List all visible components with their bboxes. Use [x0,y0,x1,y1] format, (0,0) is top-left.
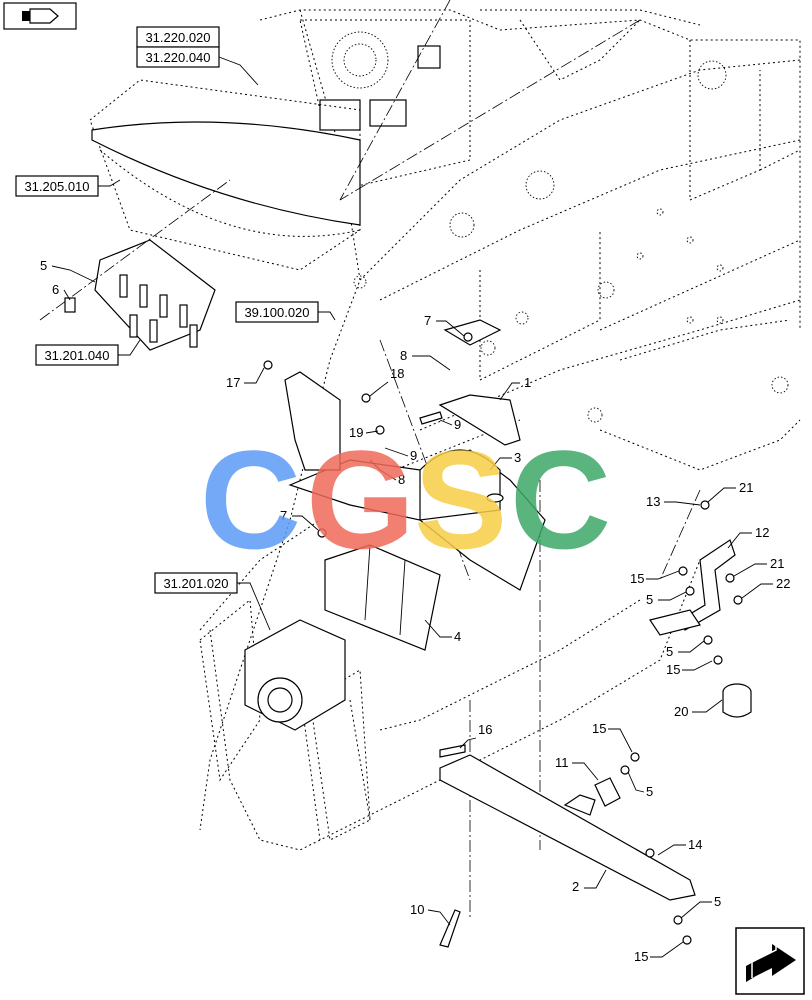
reference-31-205-010[interactable]: 31.205.010 [15,175,99,197]
callout-10[interactable]: 10 [410,902,424,917]
previous-page-icon[interactable] [3,2,77,30]
svg-text:31.201.020: 31.201.020 [163,576,228,591]
side-flange-plates [199,599,371,841]
callout-16[interactable]: 16 [478,722,492,737]
callout-2[interactable]: 2 [572,879,579,894]
callout-15d[interactable]: 15 [634,949,648,964]
callout-5b[interactable]: 5 [646,592,653,607]
reference-31-220-040[interactable]: 31.220.040 [136,46,220,68]
reference-boxes: 31.220.020 31.220.040 31.205.010 39.100.… [15,26,319,594]
callout-4[interactable]: 4 [454,629,461,644]
belt-pulley [89,79,361,271]
callout-5d[interactable]: 5 [646,784,653,799]
callout-9a[interactable]: 9 [454,417,461,432]
part-17-plate [284,371,341,471]
part-11-bushing [594,777,621,807]
callout-9b[interactable]: 9 [410,448,417,463]
watermark-letter-c1: C [200,421,301,578]
reference-39-100-020[interactable]: 39.100.020 [235,301,319,323]
callout-11[interactable]: 11 [555,755,569,770]
callout-3[interactable]: 3 [514,450,521,465]
callout-20[interactable]: 20 [674,704,688,719]
callout-15b[interactable]: 15 [666,662,680,677]
callout-5c[interactable]: 5 [666,644,673,659]
callout-14[interactable]: 14 [688,837,702,852]
lower-gearbox [244,619,346,731]
callout-8b[interactable]: 8 [398,472,405,487]
reference-31-201-020[interactable]: 31.201.020 [154,572,238,594]
watermark-letter-c2: C [510,421,611,578]
callout-22[interactable]: 22 [776,576,790,591]
callout-numbers: 1 2 3 4 5 6 7 7 8 8 9 9 10 11 12 13 14 [40,258,790,964]
reference-31-220-020[interactable]: 31.220.020 [136,26,220,48]
part-2-arm [439,754,696,901]
clutch-assembly [94,239,216,351]
part-3-shield [288,449,546,591]
callout-7a[interactable]: 7 [424,313,431,328]
cgsc-watermark: C G S C [200,421,611,578]
watermark-letter-s: S [414,421,507,578]
svg-text:31.220.040: 31.220.040 [145,50,210,65]
callout-8a[interactable]: 8 [400,348,407,363]
callout-6[interactable]: 6 [52,282,59,297]
fasteners [64,297,743,948]
part-12-bracket [649,539,736,636]
callout-17[interactable]: 17 [226,375,240,390]
callout-5a[interactable]: 5 [40,258,47,273]
callout-18[interactable]: 18 [390,366,404,381]
svg-text:31.201.040: 31.201.040 [44,348,109,363]
part-20-buffer [722,683,752,718]
reference-leaders [98,56,336,631]
svg-text:39.100.020: 39.100.020 [244,305,309,320]
callout-19[interactable]: 19 [349,425,363,440]
callout-5e[interactable]: 5 [714,894,721,909]
callout-12[interactable]: 12 [755,525,769,540]
part-1-bracket [438,319,521,446]
next-page-icon[interactable] [735,927,805,995]
svg-text:31.220.020: 31.220.020 [145,30,210,45]
part-4-box [324,544,441,651]
callout-21a[interactable]: 21 [739,480,753,495]
svg-text:31.205.010: 31.205.010 [24,179,89,194]
callout-15a[interactable]: 15 [630,571,644,586]
assembly-axes [39,0,701,920]
frame-holes [353,60,789,423]
callout-21b[interactable]: 21 [770,556,784,571]
callout-13[interactable]: 13 [646,494,660,509]
reference-31-201-040[interactable]: 31.201.040 [35,344,119,366]
watermark-letter-g: G [306,421,415,578]
callout-15c[interactable]: 15 [592,721,606,736]
callout-1[interactable]: 1 [524,375,531,390]
callout-7b[interactable]: 7 [280,508,287,523]
